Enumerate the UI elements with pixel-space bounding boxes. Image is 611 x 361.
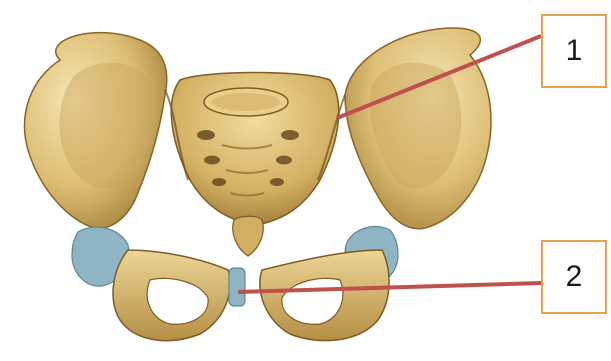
pubic-symphysis bbox=[229, 268, 245, 306]
callout-2-box: 2 bbox=[541, 240, 607, 314]
sacral-base-trabecular bbox=[212, 93, 280, 111]
callout-1-box: 1 bbox=[541, 14, 607, 88]
callout-2-label: 2 bbox=[566, 260, 583, 294]
coccyx bbox=[233, 216, 263, 256]
callout-1-label: 1 bbox=[566, 34, 583, 68]
